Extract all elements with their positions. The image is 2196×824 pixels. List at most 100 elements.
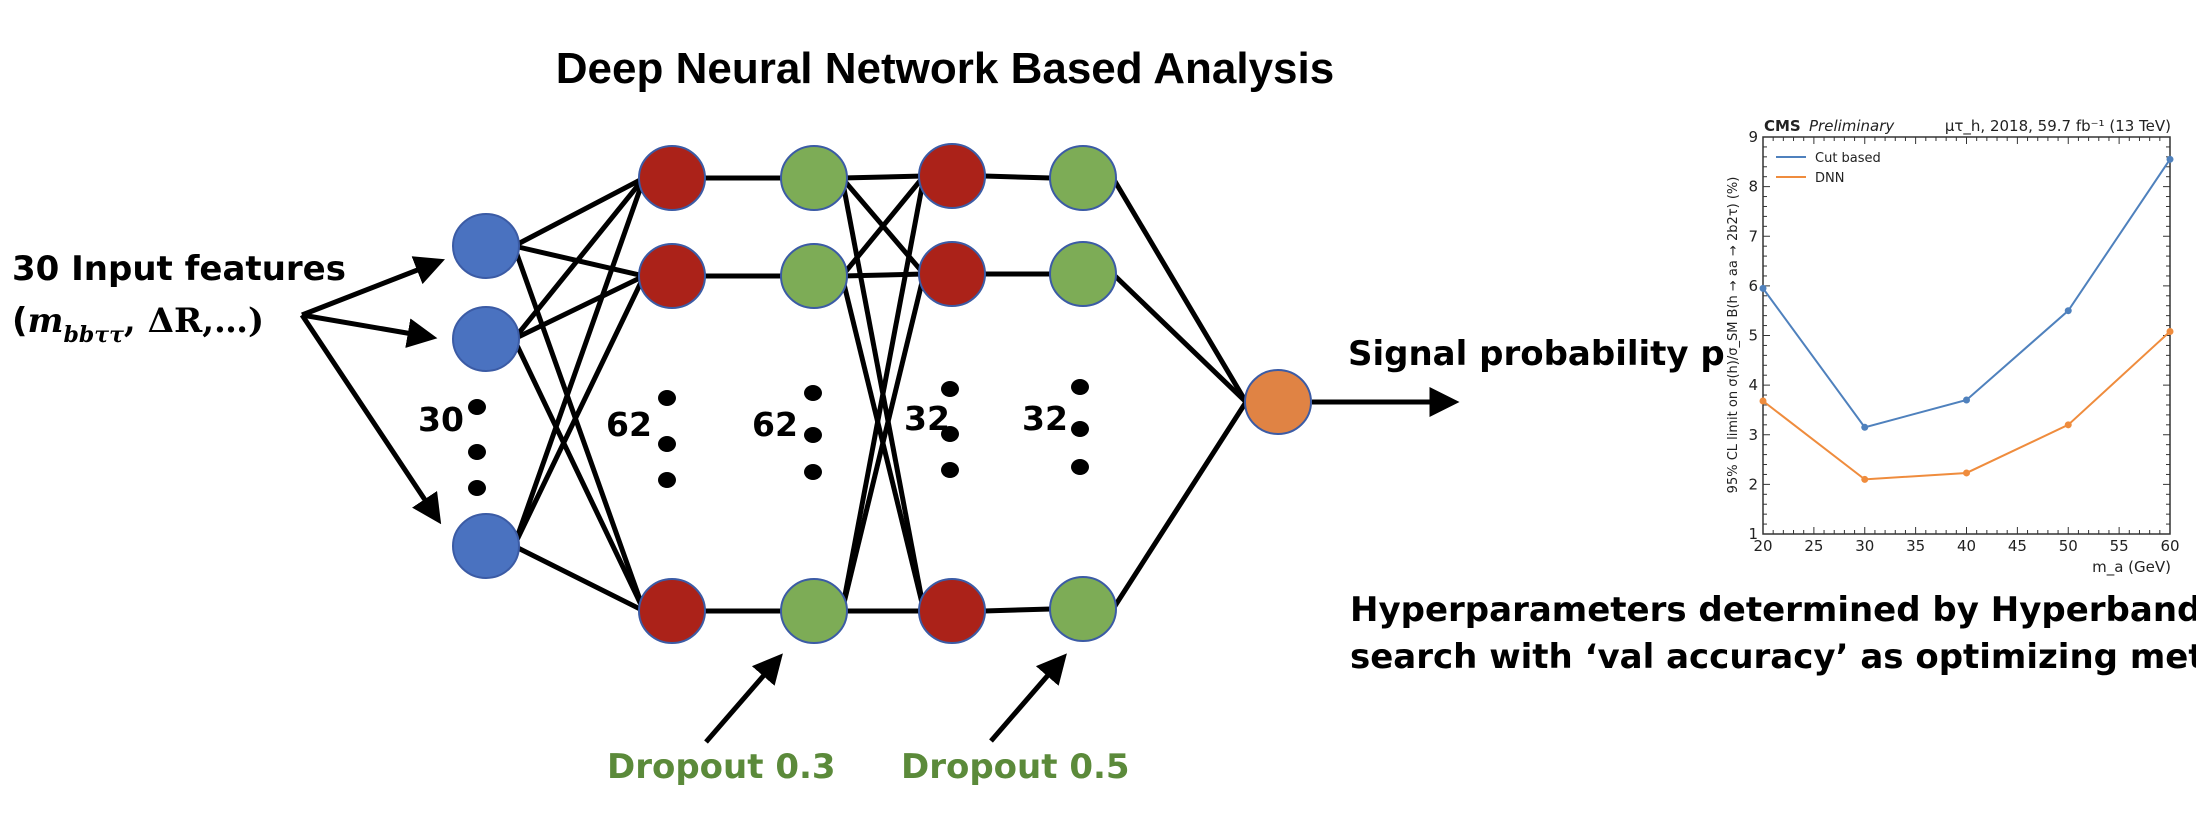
connection	[1110, 400, 1249, 611]
dropout-arrow	[704, 653, 783, 744]
input-arrow	[301, 256, 445, 318]
connection	[983, 173, 1052, 181]
x-tick-label: 60	[2160, 537, 2179, 555]
data-point	[2064, 307, 2072, 315]
y-tick-label: 7	[1748, 227, 1758, 245]
data-point	[1759, 397, 1767, 405]
connection	[511, 245, 647, 612]
layer-count-dropout2: 32	[1022, 399, 1068, 438]
connection	[511, 274, 647, 548]
dropout-arrow	[989, 653, 1067, 743]
x-tick-label: 55	[2110, 537, 2129, 555]
connection	[839, 273, 927, 612]
connection	[839, 175, 927, 612]
ellipsis-dot	[1071, 459, 1089, 475]
y-tick-label: 8	[1748, 178, 1758, 196]
data-point	[1963, 396, 1970, 404]
limit-chart: CMS Preliminary μτ_h, 2018, 59.7 fb⁻¹ (1…	[1726, 117, 2180, 577]
input-node	[452, 306, 520, 372]
x-tick-label: 25	[1804, 537, 1823, 555]
data-point	[1861, 475, 1869, 483]
x-tick-label: 30	[1855, 537, 1874, 555]
connection	[1111, 272, 1248, 404]
ellipsis-dot	[804, 464, 822, 480]
dropout1-node	[780, 578, 848, 644]
connection	[511, 177, 647, 547]
ellipsis-dot	[658, 472, 676, 488]
layer-count-dense2: 32	[904, 399, 950, 438]
ellipsis-dot	[468, 444, 486, 460]
layer-count-dense1: 62	[606, 405, 652, 444]
ellipsis-dot	[1071, 421, 1089, 437]
input-arrow	[301, 312, 438, 348]
layer-count-dropout1: 62	[752, 405, 798, 444]
legend-label: DNN	[1815, 171, 1844, 186]
input-arrow	[299, 313, 442, 525]
data-point	[1759, 284, 1767, 292]
input-node	[452, 513, 520, 579]
connection	[512, 175, 646, 249]
dropout-annotations: Dropout 0.3 Dropout 0.5	[607, 653, 1130, 787]
dropout1-node	[780, 145, 848, 211]
ellipsis-dot	[941, 462, 959, 478]
data-point	[2166, 155, 2174, 163]
input-arrows	[299, 256, 445, 525]
x-tick-label: 45	[2008, 537, 2027, 555]
input-features-line2: (mbbττ, ΔR,…)	[12, 301, 264, 348]
output-label: Signal probability p	[1348, 334, 1725, 374]
chart-ylabel: 95% CL limit on σ(h)/σ_SM B(h → aa → 2b2…	[1726, 177, 1741, 494]
dense1-node	[638, 578, 706, 644]
y-tick-label: 4	[1748, 376, 1758, 394]
output-node	[1244, 369, 1312, 435]
ellipsis-dot	[941, 381, 959, 397]
y-tick-label: 2	[1748, 475, 1758, 493]
chart-title-right: μτ_h, 2018, 59.7 fb⁻¹ (13 TeV)	[1945, 117, 2171, 136]
dropout2-node	[1049, 576, 1117, 642]
ellipsis-dot	[468, 399, 486, 415]
dense2-node	[918, 578, 986, 644]
connection	[1110, 176, 1249, 404]
connection	[511, 337, 647, 613]
data-point	[1861, 423, 1869, 431]
dropout1-node	[780, 243, 848, 309]
ellipsis-dot	[804, 385, 822, 401]
page-title: Deep Neural Network Based Analysis	[556, 44, 1334, 93]
connection	[512, 176, 646, 341]
y-tick-label: 6	[1748, 277, 1758, 295]
y-tick-label: 3	[1748, 426, 1758, 444]
x-tick-label: 50	[2059, 537, 2078, 555]
series-line-dnn	[1762, 330, 2171, 481]
legend-label: Cut based	[1815, 151, 1881, 166]
network-nodes	[452, 143, 1312, 644]
x-tick-label: 20	[1753, 537, 1772, 555]
ellipsis-dot	[658, 436, 676, 452]
hyperparam-note-line1: Hyperparameters determined by Hyperband	[1350, 590, 2196, 630]
dense2-node	[918, 143, 986, 209]
network-connections	[511, 173, 1249, 614]
dense1-node	[638, 243, 706, 309]
chart-title-cms: CMS	[1764, 117, 1801, 135]
connection	[512, 543, 646, 614]
input-features-label: 30 Input features (mbbττ, ΔR,…)	[12, 249, 346, 348]
ellipsis-dot	[658, 390, 676, 406]
data-point	[1963, 469, 1970, 477]
dense2-node	[918, 241, 986, 307]
dense1-node	[638, 145, 706, 211]
ellipsis-dot	[941, 426, 959, 442]
dropout2-node	[1049, 145, 1117, 211]
dropout-label-1: Dropout 0.3	[607, 747, 836, 787]
ellipsis-dot	[1071, 379, 1089, 395]
connection	[841, 271, 925, 279]
data-point	[2064, 421, 2072, 429]
chart-title-preliminary: Preliminary	[1809, 117, 1895, 135]
hyperparam-note-line2: search with ‘val accuracy’ as optimizing…	[1350, 637, 2196, 677]
layer-counts: 30 62 62 32 32	[418, 399, 1068, 444]
data-point	[2166, 328, 2174, 336]
y-tick-label: 5	[1748, 327, 1758, 345]
connection	[512, 273, 646, 342]
connection	[983, 606, 1052, 614]
dropout2-node	[1049, 241, 1117, 307]
y-tick-label: 1	[1748, 525, 1758, 543]
